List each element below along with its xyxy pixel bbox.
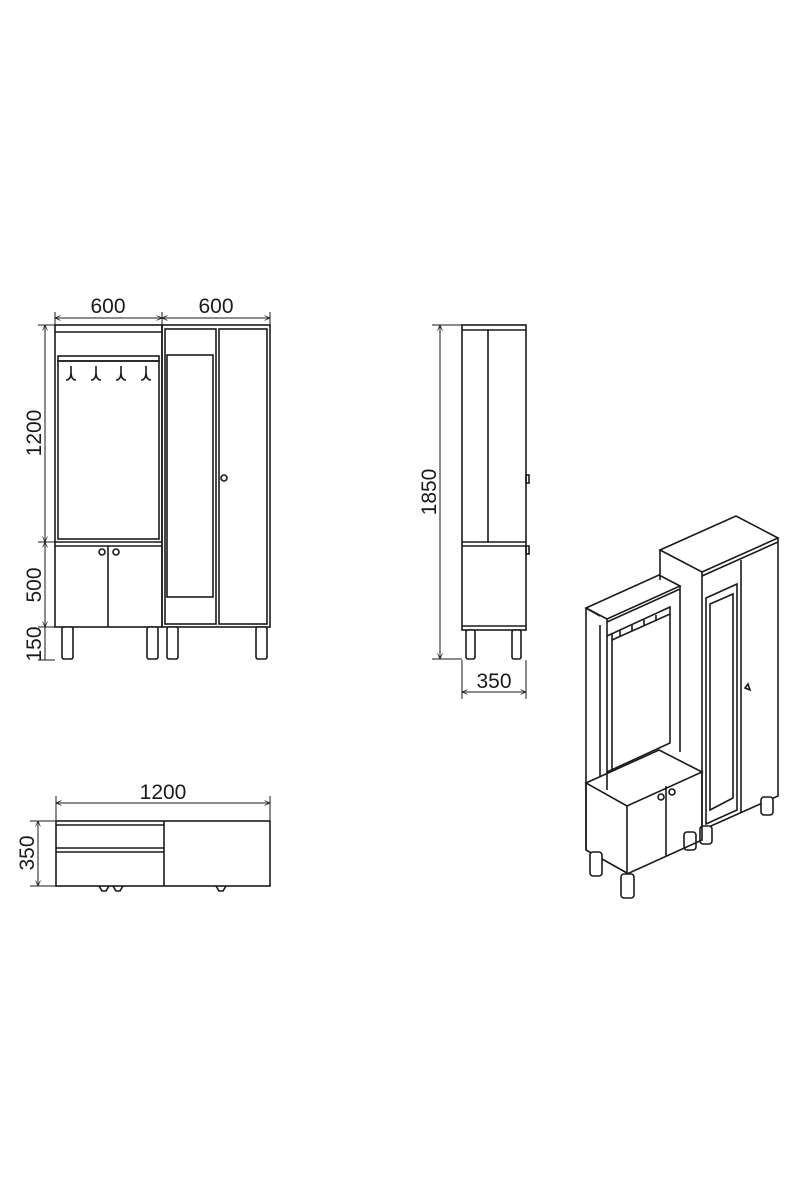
dim-top-width-total: 1200 [140, 781, 187, 804]
front-right-unit [161, 324, 271, 628]
front-left-unit [54, 324, 163, 628]
top-view: 1200 350 [16, 781, 271, 892]
side-view: 1850 350 [418, 324, 530, 699]
dim-side-height: 1850 [418, 325, 462, 659]
iso-right-unit [658, 515, 780, 851]
front-view: 600 600 1200 500 150 [23, 295, 271, 662]
dim-front-height: 1200 500 150 [23, 325, 55, 662]
dim-width-left: 600 [90, 295, 125, 318]
dim-front-width: 600 600 [55, 295, 270, 325]
isometric-view [584, 515, 780, 899]
coat-hooks [65, 366, 152, 381]
side-body [461, 324, 530, 660]
dim-top-depth-value: 350 [16, 835, 39, 870]
dim-top-width: 1200 [56, 781, 270, 820]
front-legs [61, 626, 268, 660]
dim-side-depth-value: 350 [476, 670, 511, 693]
dim-height-upper: 1200 [23, 410, 46, 457]
dim-height-lower: 500 [23, 567, 46, 602]
dim-top-depth: 350 [16, 821, 56, 886]
dim-side-height-total: 1850 [418, 469, 441, 516]
dim-height-legs: 150 [23, 626, 46, 661]
top-body [55, 820, 271, 892]
iso-left-unit [584, 574, 704, 899]
dim-side-depth: 350 [462, 660, 526, 699]
dim-width-right: 600 [198, 295, 233, 318]
